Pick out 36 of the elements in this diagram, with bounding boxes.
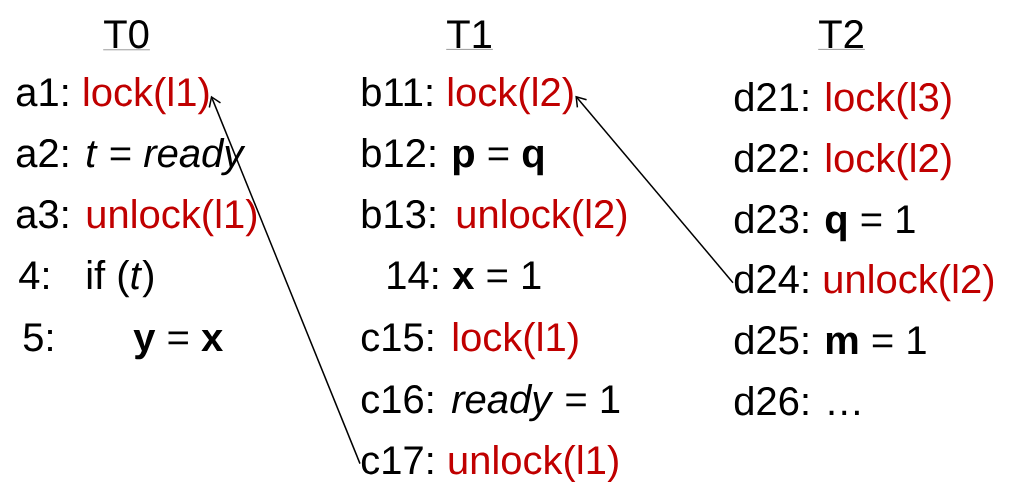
statement: lock(l1) bbox=[453, 322, 578, 360]
line-number: a2: bbox=[16, 139, 68, 168]
statement: m = 1 bbox=[826, 326, 926, 354]
line-number: d22: bbox=[734, 143, 808, 173]
statement: x = 1 bbox=[452, 261, 541, 289]
statement: ready = 1 bbox=[451, 384, 620, 422]
line-number: c15: bbox=[361, 323, 433, 352]
line-number: 4: bbox=[19, 261, 48, 289]
line-number: b12: bbox=[362, 138, 435, 168]
line-number: d21: bbox=[734, 82, 808, 112]
arrow bbox=[208, 95, 361, 465]
statement: unlock(l2) bbox=[457, 199, 627, 237]
column-heading: T2 bbox=[818, 20, 866, 50]
statement: lock(l2) bbox=[826, 143, 951, 181]
arrow bbox=[575, 95, 734, 284]
column-heading: T1 bbox=[446, 20, 494, 50]
code-line: c17: unlock(l1) bbox=[361, 445, 618, 482]
line-number: d25: bbox=[734, 325, 808, 355]
line-number: c16: bbox=[361, 385, 433, 414]
statement: lock(l3) bbox=[826, 82, 951, 120]
statement: p = q bbox=[453, 145, 543, 176]
line-number: 14: bbox=[388, 261, 438, 289]
code-line: b11: lock(l2) bbox=[362, 77, 573, 115]
line-number: a3: bbox=[16, 200, 68, 229]
line-number: d23: bbox=[734, 204, 808, 234]
statement: if (t) bbox=[87, 260, 153, 298]
statement: q = 1 bbox=[825, 205, 915, 242]
column-heading: T0 bbox=[103, 20, 151, 50]
line-number: b13: bbox=[362, 199, 435, 229]
statement: unlock(l1) bbox=[87, 199, 257, 237]
code-line: a1: lock(l1) bbox=[16, 77, 209, 115]
line-number: d26: bbox=[734, 386, 808, 416]
line-number: 5: bbox=[23, 323, 52, 352]
statement: … bbox=[829, 410, 859, 415]
code-line: d24: unlock(l2) bbox=[734, 264, 994, 302]
statement: y = x bbox=[133, 329, 223, 360]
